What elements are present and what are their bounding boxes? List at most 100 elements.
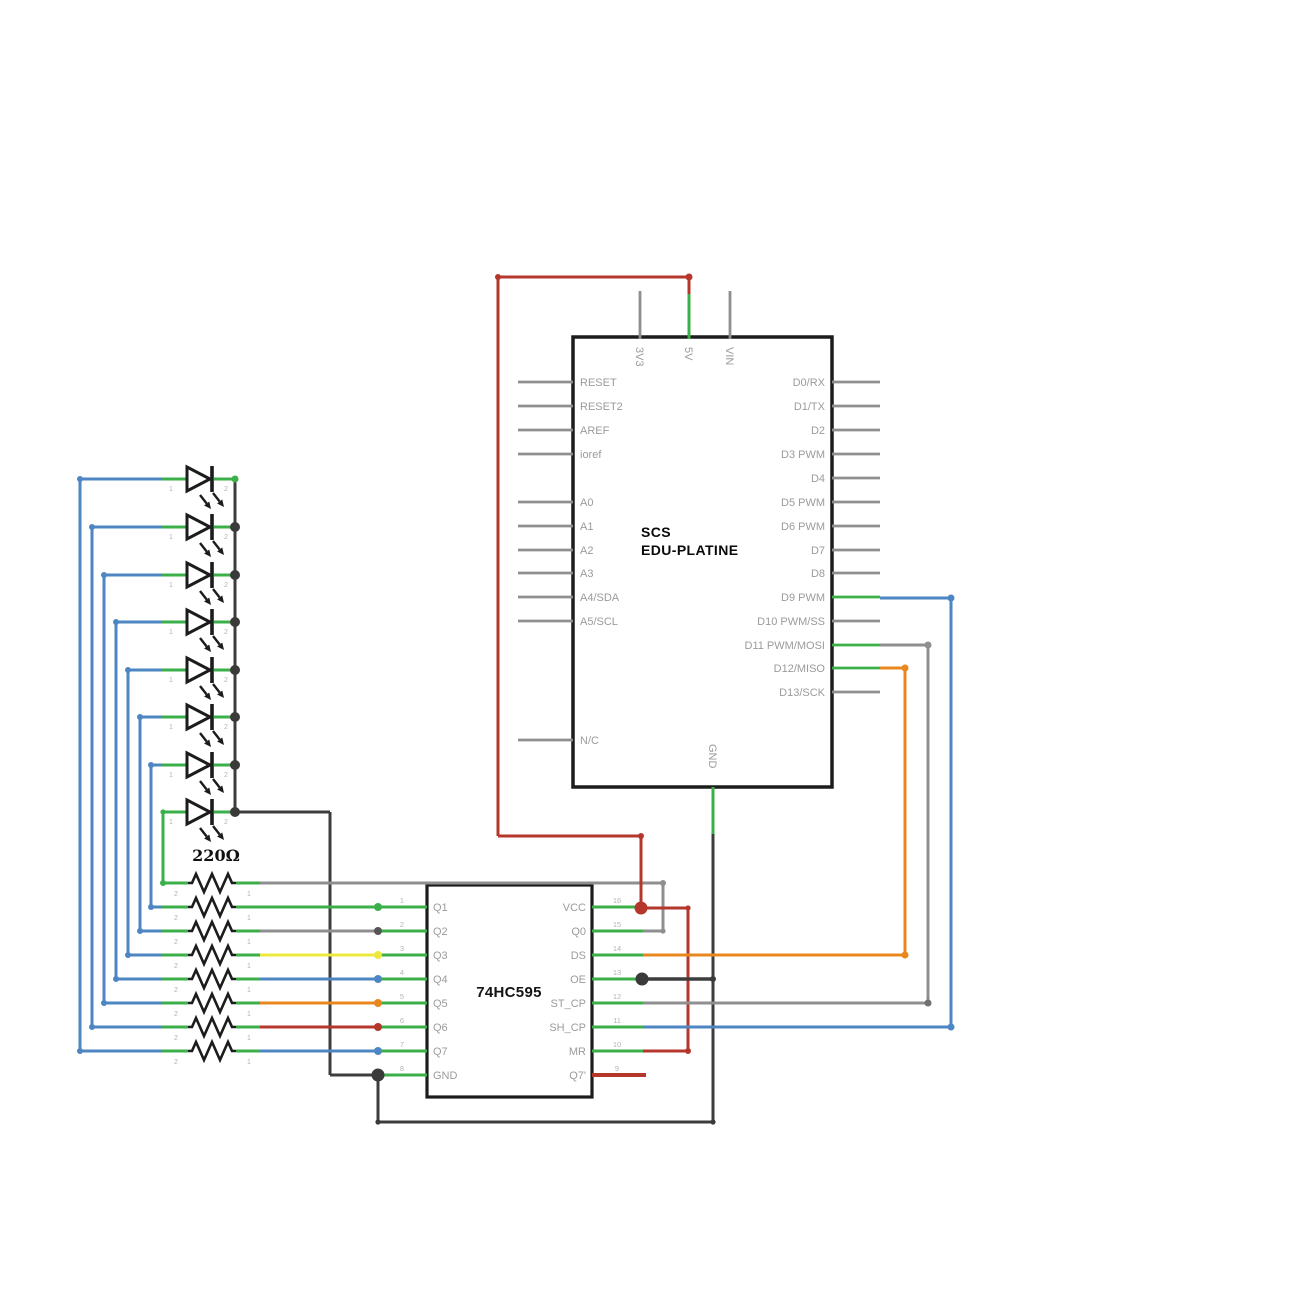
arduino-pin-label: RESET — [580, 377, 617, 389]
resistor-6 — [162, 990, 260, 1016]
led-6 — [162, 702, 235, 747]
led-pin1-number: 1 — [169, 582, 173, 589]
corner-gnd-bottomleft — [375, 1119, 381, 1125]
chip-pin-number: 11 — [613, 1016, 621, 1025]
resistor-zigzag — [188, 918, 236, 944]
chip-pin-label: Q2 — [433, 926, 448, 938]
led-pin2-number: 2 — [224, 724, 228, 731]
junction-5v-pin — [685, 273, 693, 281]
led-arrow-head — [204, 549, 211, 557]
corner-ds-top — [901, 664, 909, 672]
led-arrow-shaft — [199, 494, 208, 505]
resistor-5 — [162, 966, 260, 992]
resistor-zigzag — [188, 1014, 236, 1040]
corner-shcp-top — [947, 594, 955, 602]
junction-vcc — [634, 901, 648, 915]
chip-pin-number: 5 — [400, 992, 404, 1001]
arduino-pin-label: D11 PWM/MOSI — [745, 640, 825, 652]
led-arrow-head — [217, 499, 224, 507]
arduino-pin-label: D0/RX — [793, 377, 826, 389]
resistor-pin2-number: 2 — [174, 963, 178, 970]
resistor-pin1-number: 1 — [247, 891, 251, 898]
resistor-value-label: 220Ω — [192, 846, 240, 865]
chip-pin-number: 1 — [400, 896, 404, 905]
resistor-pin1-number: 1 — [247, 915, 251, 922]
resistor-pin2-number: 2 — [174, 987, 178, 994]
chip-pin-label: Q5 — [433, 998, 448, 1010]
led-8 — [162, 797, 235, 842]
led-pin1-number: 1 — [169, 677, 173, 684]
arduino-pin-label: A4/SDA — [580, 592, 620, 604]
junction-rail-led2 — [230, 522, 240, 532]
chip-pin-label: Q7 — [433, 1046, 448, 1058]
junction-led7-corner-top — [148, 762, 154, 768]
resistor-7 — [162, 1014, 260, 1040]
chip-pin-label: ST_CP — [551, 998, 586, 1010]
led-triangle — [185, 560, 214, 590]
chip-pin-label: Q1 — [433, 902, 448, 914]
resistor-pin2-number: 2 — [174, 1059, 178, 1066]
arduino-pin-label: D5 PWM — [781, 497, 825, 509]
resistor-zigzag — [188, 894, 236, 920]
led-arrow-shaft — [199, 685, 208, 696]
chip-pin-number: 12 — [613, 992, 621, 1001]
led-arrow-shaft — [212, 588, 221, 599]
resistor-pin2-number: 2 — [174, 1035, 178, 1042]
led-arrow-head — [217, 737, 224, 745]
resistor-zigzag — [188, 870, 236, 896]
arduino-pin-label: D2 — [811, 425, 825, 437]
junction-led1-corner-top — [77, 476, 83, 482]
led-arrow-shaft — [199, 542, 208, 553]
resistor-zigzag — [188, 942, 236, 968]
chip-pin-number: 15 — [613, 920, 621, 929]
led-arrow-head — [217, 642, 224, 650]
led-triangle — [185, 464, 214, 494]
arduino-pin-label: D4 — [811, 473, 825, 485]
junction-resistor7-q6 — [374, 1023, 382, 1031]
arduino-pin-label: ioref — [580, 449, 602, 461]
corner-stcp-top — [924, 641, 932, 649]
junction-led5-corner-top — [125, 667, 131, 673]
arduino-pin-label: D9 PWM — [781, 592, 825, 604]
led-pin2-number: 2 — [224, 819, 228, 826]
boards-layer — [425, 335, 834, 1099]
chip-pin-number: 3 — [400, 944, 404, 953]
led-pin2-number: 2 — [224, 629, 228, 636]
junction-resistor8-q7 — [374, 1047, 382, 1055]
chip-pin-label: Q7' — [569, 1070, 586, 1082]
arduino-pin-label: D3 PWM — [781, 449, 825, 461]
led-pin2-number: 2 — [224, 772, 228, 779]
junction-rail-led7 — [230, 760, 240, 770]
board-title-line2: EDU-PLATINE — [641, 542, 738, 558]
corner-mr-top — [685, 905, 691, 911]
arduino-pin-label: A0 — [580, 497, 593, 509]
arduino-pin-label: A2 — [580, 545, 593, 557]
symbols-layer — [162, 464, 260, 1064]
arduino-pin-label: D7 — [811, 545, 825, 557]
arduino-top-pin-label: 5V — [682, 347, 694, 361]
junction-resistor4-q3 — [374, 951, 382, 959]
led-arrow-shaft — [199, 590, 208, 601]
junction-rail-led8 — [230, 807, 240, 817]
resistor-pin2-number: 2 — [174, 915, 178, 922]
led-triangle — [185, 797, 214, 827]
junction-led5-corner-bottom — [125, 952, 131, 958]
chip-pin-label: DS — [571, 950, 586, 962]
resistor-pin1-number: 1 — [247, 987, 251, 994]
junction-led8-anode — [160, 809, 166, 815]
led-arrow-head — [204, 644, 211, 652]
led-arrow-head — [204, 739, 211, 747]
resistor-pin2-number: 2 — [174, 939, 178, 946]
junction-resistor5-q4 — [374, 975, 382, 983]
led-pin2-number: 2 — [224, 582, 228, 589]
junction-rail-led3 — [230, 570, 240, 580]
junction-rail-led5 — [230, 665, 240, 675]
junction-led4-corner-top — [113, 619, 119, 625]
chip-pin-label: Q0 — [571, 926, 586, 938]
chip-pin-number: 16 — [613, 896, 621, 905]
corner-ds-bottom — [901, 951, 909, 959]
led-triangle — [185, 512, 214, 542]
chip-pin-label: GND — [433, 1070, 458, 1082]
resistor-pin1-number: 1 — [247, 963, 251, 970]
arduino-pin-label: A5/SCL — [580, 616, 618, 628]
